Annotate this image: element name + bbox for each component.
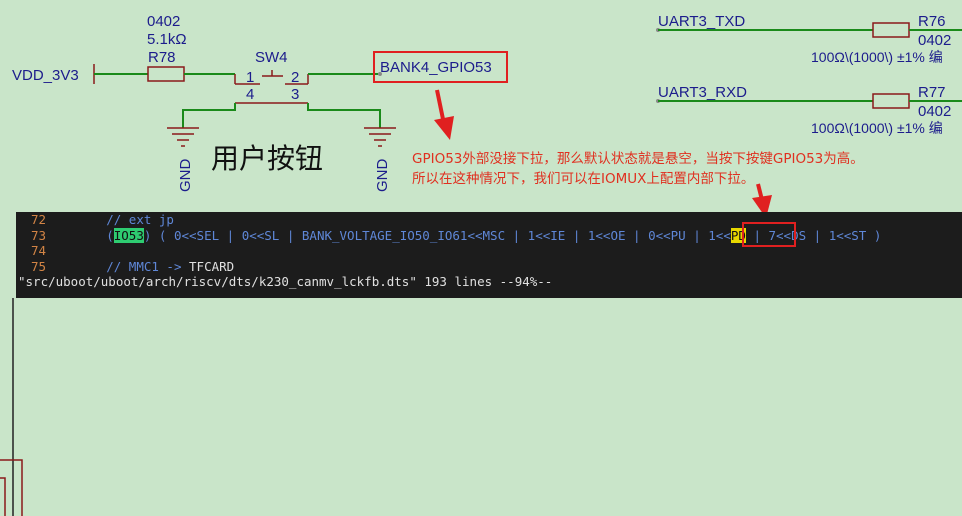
line-number: 72 — [30, 212, 46, 227]
code-comment: // ext jp — [106, 212, 174, 227]
vdd-label: VDD_3V3 — [12, 67, 79, 84]
search-highlight-io53: IO53 — [113, 227, 144, 243]
code-tfcard: TFCARD — [189, 258, 235, 274]
code-line-73: 73 (IO53) ( 0<<SEL | 0<<SL | BANK_VOLTAG… — [16, 227, 882, 244]
line-number: 73 — [30, 227, 46, 243]
annotation-line-2: 所以在这种情况下，我们可以在IOMUX上配置内部下拉。 — [412, 170, 754, 187]
sw4-pin2: 2 — [291, 69, 299, 86]
line-number: 74 — [30, 243, 46, 258]
wire-gnd-right — [307, 103, 381, 128]
r78-value: 5.1kΩ — [147, 31, 187, 48]
r78-package: 0402 — [147, 13, 180, 30]
r77-spec: 100Ω\(1000\) ±1% 编 — [811, 120, 943, 136]
gnd-right-symbol — [364, 127, 396, 147]
r76-ref: R76 — [918, 13, 946, 30]
code-line-72: 72 // ext jp — [16, 212, 174, 228]
net-junction — [378, 72, 382, 76]
sw4-pin1: 1 — [246, 69, 254, 86]
sw4-pin4: 4 — [246, 86, 254, 103]
code-iomux-flags: ) ( 0<<SEL | 0<<SL | BANK_VOLTAGE_IO50_I… — [143, 227, 731, 243]
gnd-left-symbol — [167, 127, 199, 147]
pd-highlight-box — [742, 222, 796, 247]
bus-outline-outer — [0, 459, 23, 516]
code-line-75: 75 // MMC1 -> TFCARD — [16, 259, 234, 275]
sw4-ref: SW4 — [255, 49, 288, 66]
r76-spec: 100Ω\(1000\) ±1% 编 — [811, 49, 943, 65]
line-number: 75 — [30, 258, 46, 274]
sw4-pin3: 3 — [291, 86, 299, 103]
code-comment: // MMC1 -> — [106, 258, 190, 274]
annotation-arrow-1 — [434, 89, 454, 140]
gnd-right-label: GND — [374, 159, 391, 193]
r78-body — [147, 66, 185, 82]
code-line-74: 74 — [16, 243, 46, 259]
code-paren: ( — [106, 227, 114, 243]
code-iomux-tail: | 7<<DS | 1<<ST ) — [745, 227, 882, 243]
gnd-left-label: GND — [177, 159, 194, 193]
uart-rxd-label: UART3_RXD — [658, 84, 747, 101]
r76-body — [872, 22, 910, 38]
r77-ref: R77 — [918, 84, 946, 101]
r76-package: 0402 — [918, 32, 951, 49]
terminal-editor[interactable]: 72 // ext jp 73 (IO53) ( 0<<SEL | 0<<SL … — [16, 212, 962, 298]
r77-body — [872, 93, 910, 109]
net-label-highlight — [373, 51, 508, 83]
r78-ref: R78 — [148, 49, 176, 66]
bus-outline-inner — [0, 477, 6, 516]
annotation-line-1: GPIO53外部没接下拉，那么默认状态就是悬空，当按下按键GPIO53为高。 — [412, 150, 864, 167]
editor-status-line: "src/uboot/uboot/arch/riscv/dts/k230_can… — [18, 274, 553, 289]
net-label: BANK4_GPIO53 — [380, 59, 492, 76]
uart-txd-label: UART3_TXD — [658, 13, 745, 30]
r77-package: 0402 — [918, 103, 951, 120]
button-title: 用户按钮 — [211, 142, 323, 175]
wire-gnd-left — [182, 103, 236, 128]
